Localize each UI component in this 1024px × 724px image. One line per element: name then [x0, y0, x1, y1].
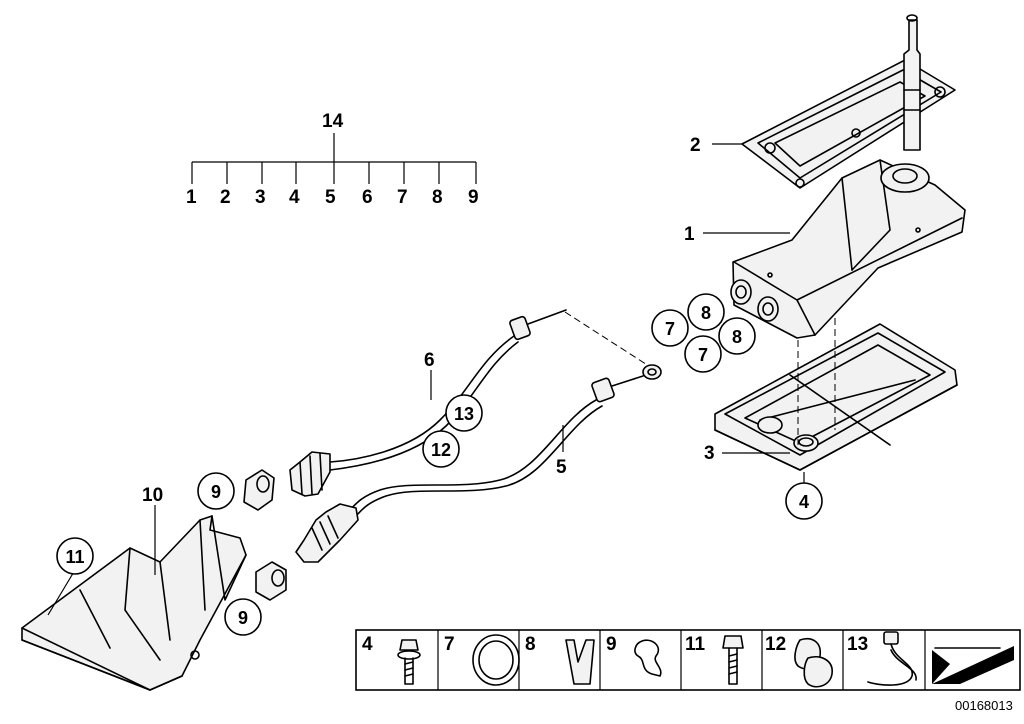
- callout-6: 6: [424, 350, 435, 371]
- circled-label-4: 4: [799, 492, 809, 512]
- tree-child-label: 1: [186, 187, 197, 208]
- legend-arrow-icon: [932, 646, 1014, 684]
- index-tree: 14 1 2 3 4 5 6 7 8 9: [186, 111, 479, 208]
- tree-child-label: 9: [468, 187, 479, 208]
- circled-label-11: 11: [65, 547, 84, 567]
- legend-cell-9: 9: [606, 634, 662, 677]
- tree-child-label: 3: [255, 187, 266, 208]
- part-base-plate: [714, 323, 958, 471]
- circle-13: [445, 394, 483, 432]
- parts-legend: 4 7 8 9 11 12: [355, 629, 1021, 691]
- circle-9b: [224, 598, 262, 636]
- legend-number: 7: [444, 634, 455, 655]
- circle-8a: [687, 293, 725, 331]
- circled-label-9: 9: [211, 482, 221, 502]
- part-cable-6: [289, 309, 567, 497]
- tree-child-label: 8: [432, 187, 443, 208]
- circle-9a: [197, 472, 235, 510]
- legend-cell-8: 8: [525, 634, 595, 685]
- circled-label-13: 13: [454, 404, 474, 424]
- circle-7b: [684, 335, 722, 373]
- legend-number: 8: [525, 634, 536, 655]
- callout-3: 3: [704, 443, 715, 464]
- part-bushing-lower: [255, 561, 287, 601]
- circled-label-9: 9: [238, 608, 248, 628]
- circle-4: [785, 482, 823, 520]
- circle-12: [422, 430, 460, 468]
- circled-label-7: 7: [665, 319, 675, 339]
- tree-root-label: 14: [322, 111, 344, 132]
- circle-8b: [718, 317, 756, 355]
- circled-callouts: 4 8 8 7 7 13 12 9 9 11: [56, 293, 823, 636]
- callouts: 2 1 3 6 5 10: [47, 135, 790, 616]
- callout-10: 10: [142, 485, 163, 506]
- callout-5: 5: [556, 457, 567, 478]
- document-id: 00168013: [955, 698, 1013, 713]
- part-bracket: [21, 515, 247, 691]
- part-gasket-frame: [741, 59, 956, 189]
- circled-label-8: 8: [701, 303, 711, 323]
- legend-number: 9: [606, 634, 617, 655]
- callout-2: 2: [690, 135, 701, 156]
- part-cable-5: [295, 364, 662, 563]
- legend-number: 4: [362, 634, 373, 655]
- legend-number: 12: [765, 634, 786, 655]
- tree-child-label: 6: [362, 187, 373, 208]
- legend-cell-12: 12: [765, 634, 833, 688]
- part-shift-housing: [730, 159, 966, 339]
- legend-cell-11: 11: [685, 634, 744, 685]
- circle-7a: [651, 309, 689, 347]
- part-bushing-upper: [243, 469, 275, 511]
- legend-cell-4: 4: [362, 634, 421, 685]
- tree-child-label: 5: [325, 187, 336, 208]
- legend-cell-13: 13: [847, 631, 917, 686]
- legend-number: 11: [685, 634, 706, 655]
- circled-label-7: 7: [698, 345, 708, 365]
- legend-cell-7: 7: [444, 634, 520, 686]
- circle-11: [56, 537, 94, 575]
- part-shift-lever: [903, 14, 921, 151]
- callout-1: 1: [684, 224, 695, 245]
- tree-child-label: 2: [220, 187, 231, 208]
- tree-child-label: 7: [397, 187, 408, 208]
- tree-child-label: 4: [289, 187, 300, 208]
- circled-label-8: 8: [732, 327, 742, 347]
- legend-number: 13: [847, 634, 868, 655]
- circled-label-12: 12: [431, 440, 451, 460]
